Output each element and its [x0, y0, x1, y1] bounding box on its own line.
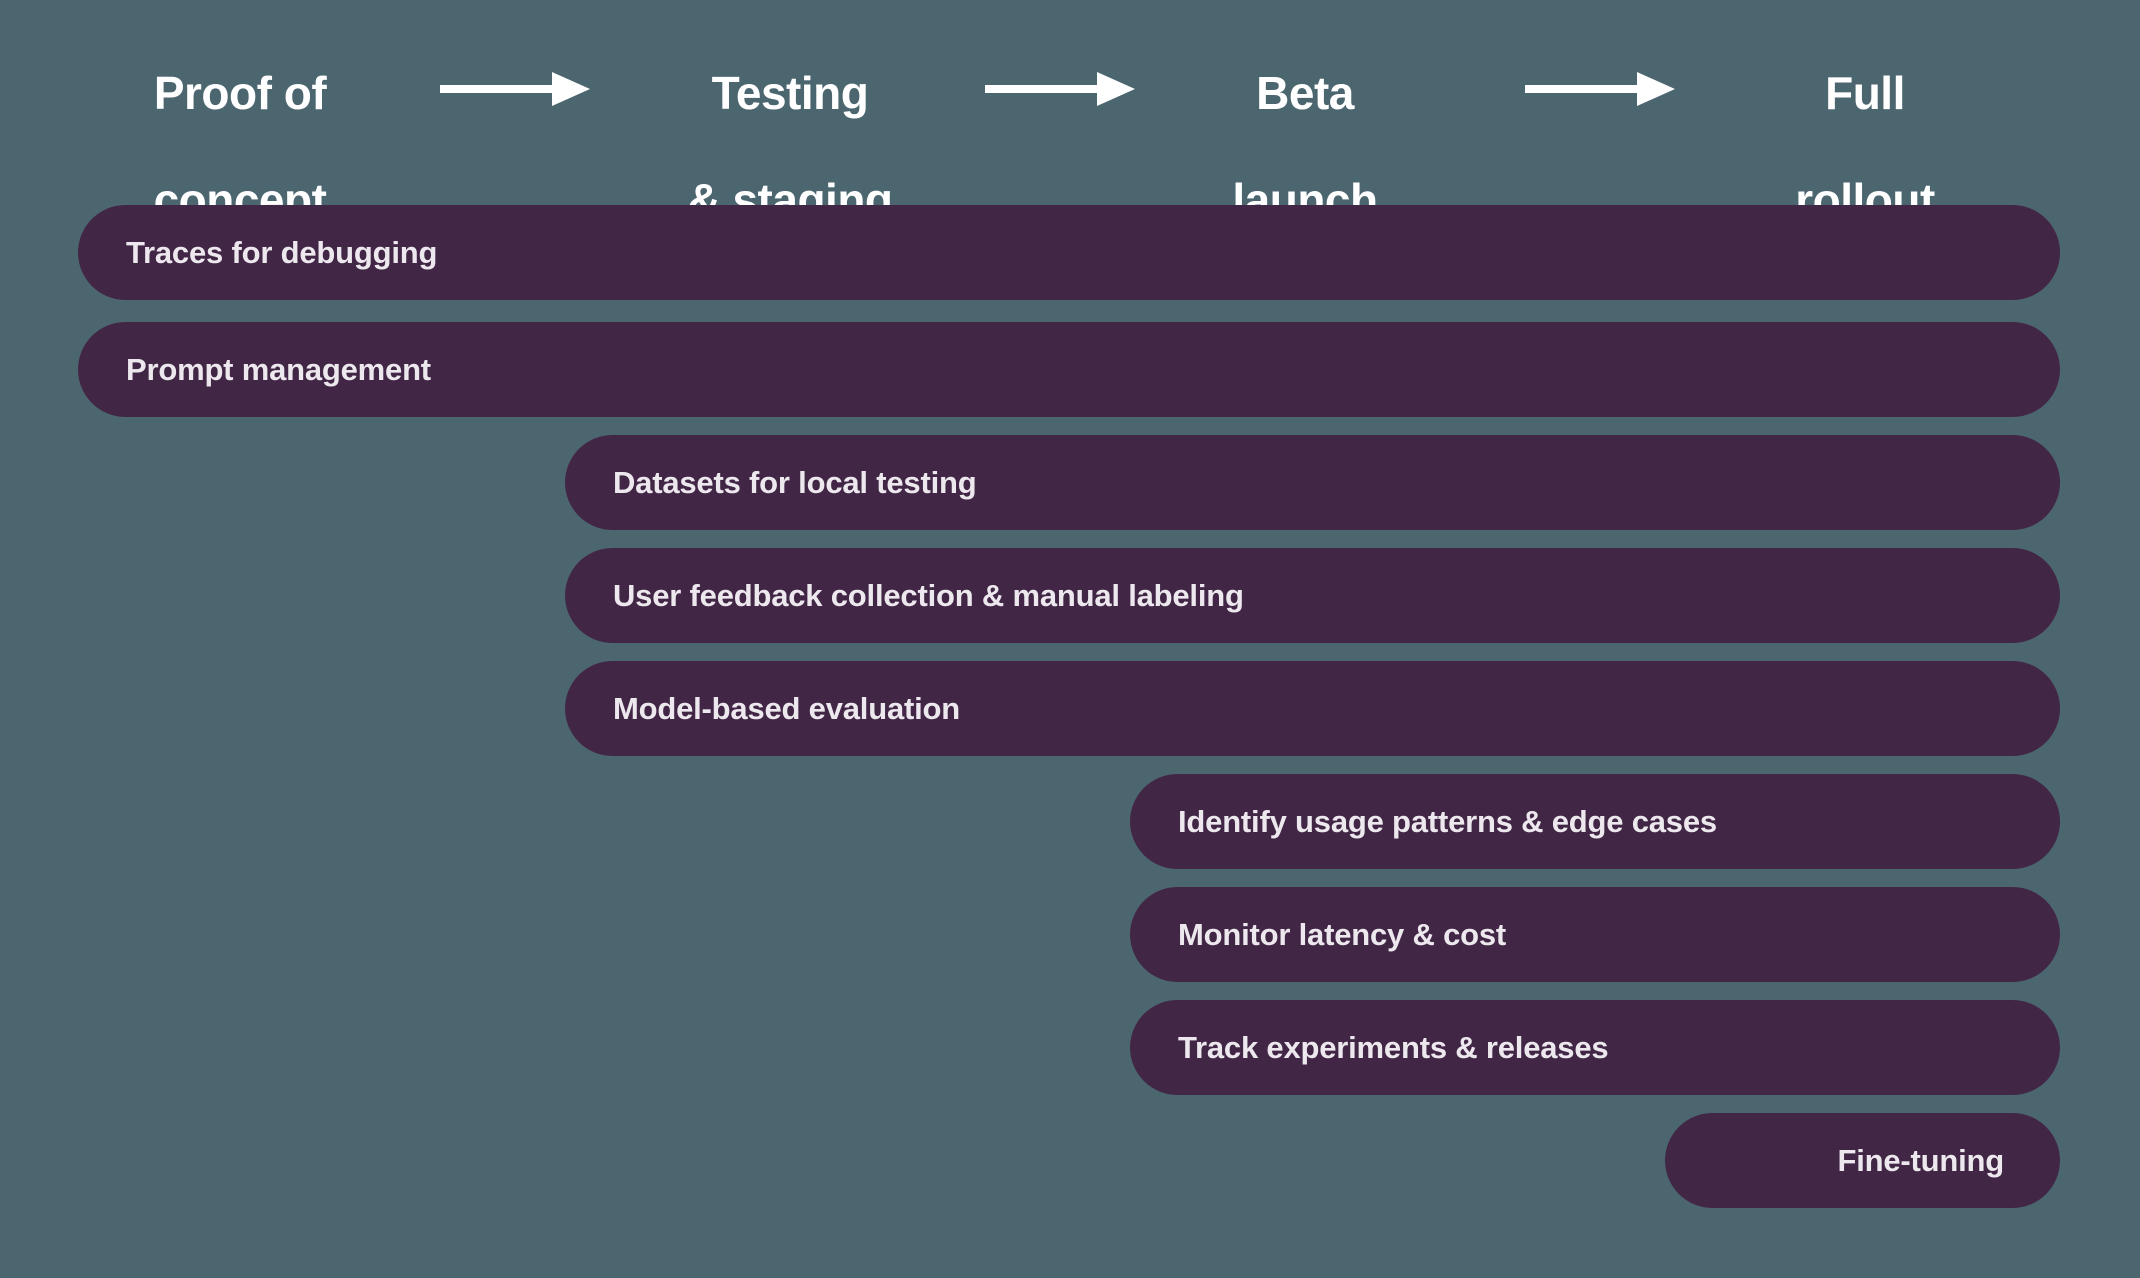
capability-bar-identify-usage-patterns[interactable]: Identify usage patterns & edge cases: [1130, 774, 2060, 869]
capability-bar-fine-tuning[interactable]: Fine-tuning: [1665, 1113, 2060, 1208]
capability-bar-label: Datasets for local testing: [613, 464, 977, 500]
phase-label-line1: Proof of: [153, 67, 327, 120]
capability-bar-track-experiments-and-releases[interactable]: Track experiments & releases: [1130, 1000, 2060, 1095]
phase-header-row: Proof of concept Testing & staging Beta …: [0, 0, 2140, 226]
capability-bar-datasets-for-local-testing[interactable]: Datasets for local testing: [565, 435, 2060, 530]
capability-bar-label: Fine-tuning: [1837, 1142, 2004, 1178]
arrow-right-icon: [985, 72, 1135, 106]
capability-bar-traces-for-debugging[interactable]: Traces for debugging: [78, 205, 2060, 300]
capability-bar-monitor-latency-and-cost[interactable]: Monitor latency & cost: [1130, 887, 2060, 982]
capability-bar-label: Prompt management: [126, 351, 431, 387]
capability-bar-label: Monitor latency & cost: [1178, 916, 1507, 952]
capability-bar-user-feedback-collection[interactable]: User feedback collection & manual labeli…: [565, 548, 2060, 643]
arrow-right-icon: [440, 72, 590, 106]
capability-bar-label: User feedback collection & manual labeli…: [613, 577, 1244, 613]
arrow-right-icon: [1525, 72, 1675, 106]
phase-label-line1: Beta: [1256, 67, 1354, 120]
phase-label-line1: Testing: [711, 67, 869, 120]
capability-bar-label: Traces for debugging: [126, 234, 438, 270]
capability-bar-model-based-evaluation[interactable]: Model-based evaluation: [565, 661, 2060, 756]
capability-bar-label: Track experiments & releases: [1178, 1029, 1609, 1065]
capability-bar-label: Model-based evaluation: [613, 690, 960, 726]
phase-label-line1: Full: [1825, 67, 1905, 120]
capability-bar-label: Identify usage patterns & edge cases: [1178, 803, 1717, 839]
capability-bar-prompt-management[interactable]: Prompt management: [78, 322, 2060, 417]
